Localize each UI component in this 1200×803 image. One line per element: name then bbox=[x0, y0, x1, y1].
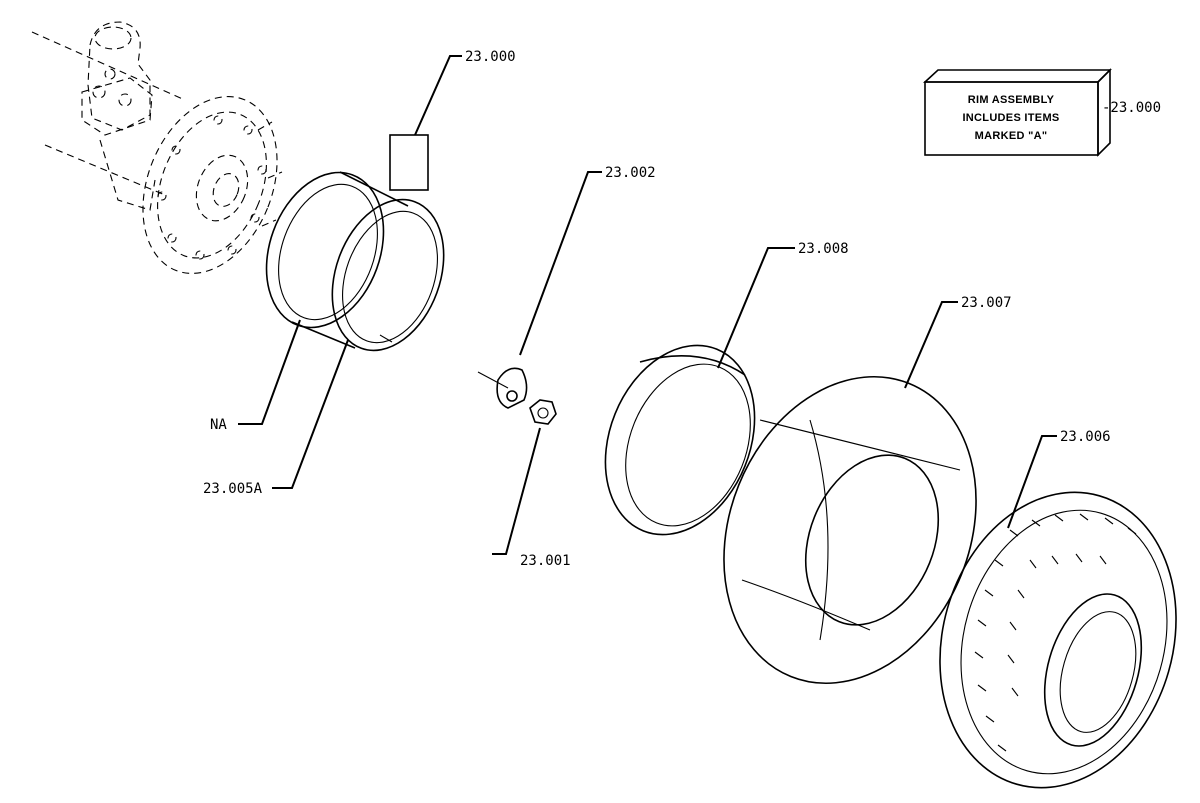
note-line-1: RIM ASSEMBLY bbox=[968, 94, 1055, 106]
inner-tube-part bbox=[723, 375, 977, 685]
rim-lock-ring-part bbox=[331, 198, 445, 352]
tire-part bbox=[939, 491, 1177, 789]
label-flap: 23.008 bbox=[798, 241, 849, 257]
axle-hub-illustration bbox=[31, 21, 283, 274]
label-rim-assembly: 23.000 bbox=[465, 49, 516, 65]
label-nut: 23.001 bbox=[520, 553, 571, 569]
wheel-clamp-part bbox=[477, 367, 528, 409]
note-line-3: MARKED "A" bbox=[975, 130, 1048, 142]
note-ref-label: -23.000 bbox=[1102, 100, 1161, 116]
label-tire: 23.006 bbox=[1060, 429, 1111, 445]
rim-assembly-note: RIM ASSEMBLY INCLUDES ITEMS MARKED "A" -… bbox=[922, 68, 1161, 157]
wheel-nut-part bbox=[529, 399, 557, 425]
note-line-2: INCLUDES ITEMS bbox=[962, 112, 1059, 124]
label-hub-na: NA bbox=[210, 417, 227, 433]
label-lock-ring: 23.002 bbox=[605, 165, 656, 181]
flap-part bbox=[604, 344, 756, 536]
leader-lines bbox=[238, 55, 1057, 555]
label-tube: 23.007 bbox=[961, 295, 1012, 311]
rim-base-part bbox=[265, 171, 409, 349]
label-rim-base: 23.005A bbox=[203, 481, 263, 497]
